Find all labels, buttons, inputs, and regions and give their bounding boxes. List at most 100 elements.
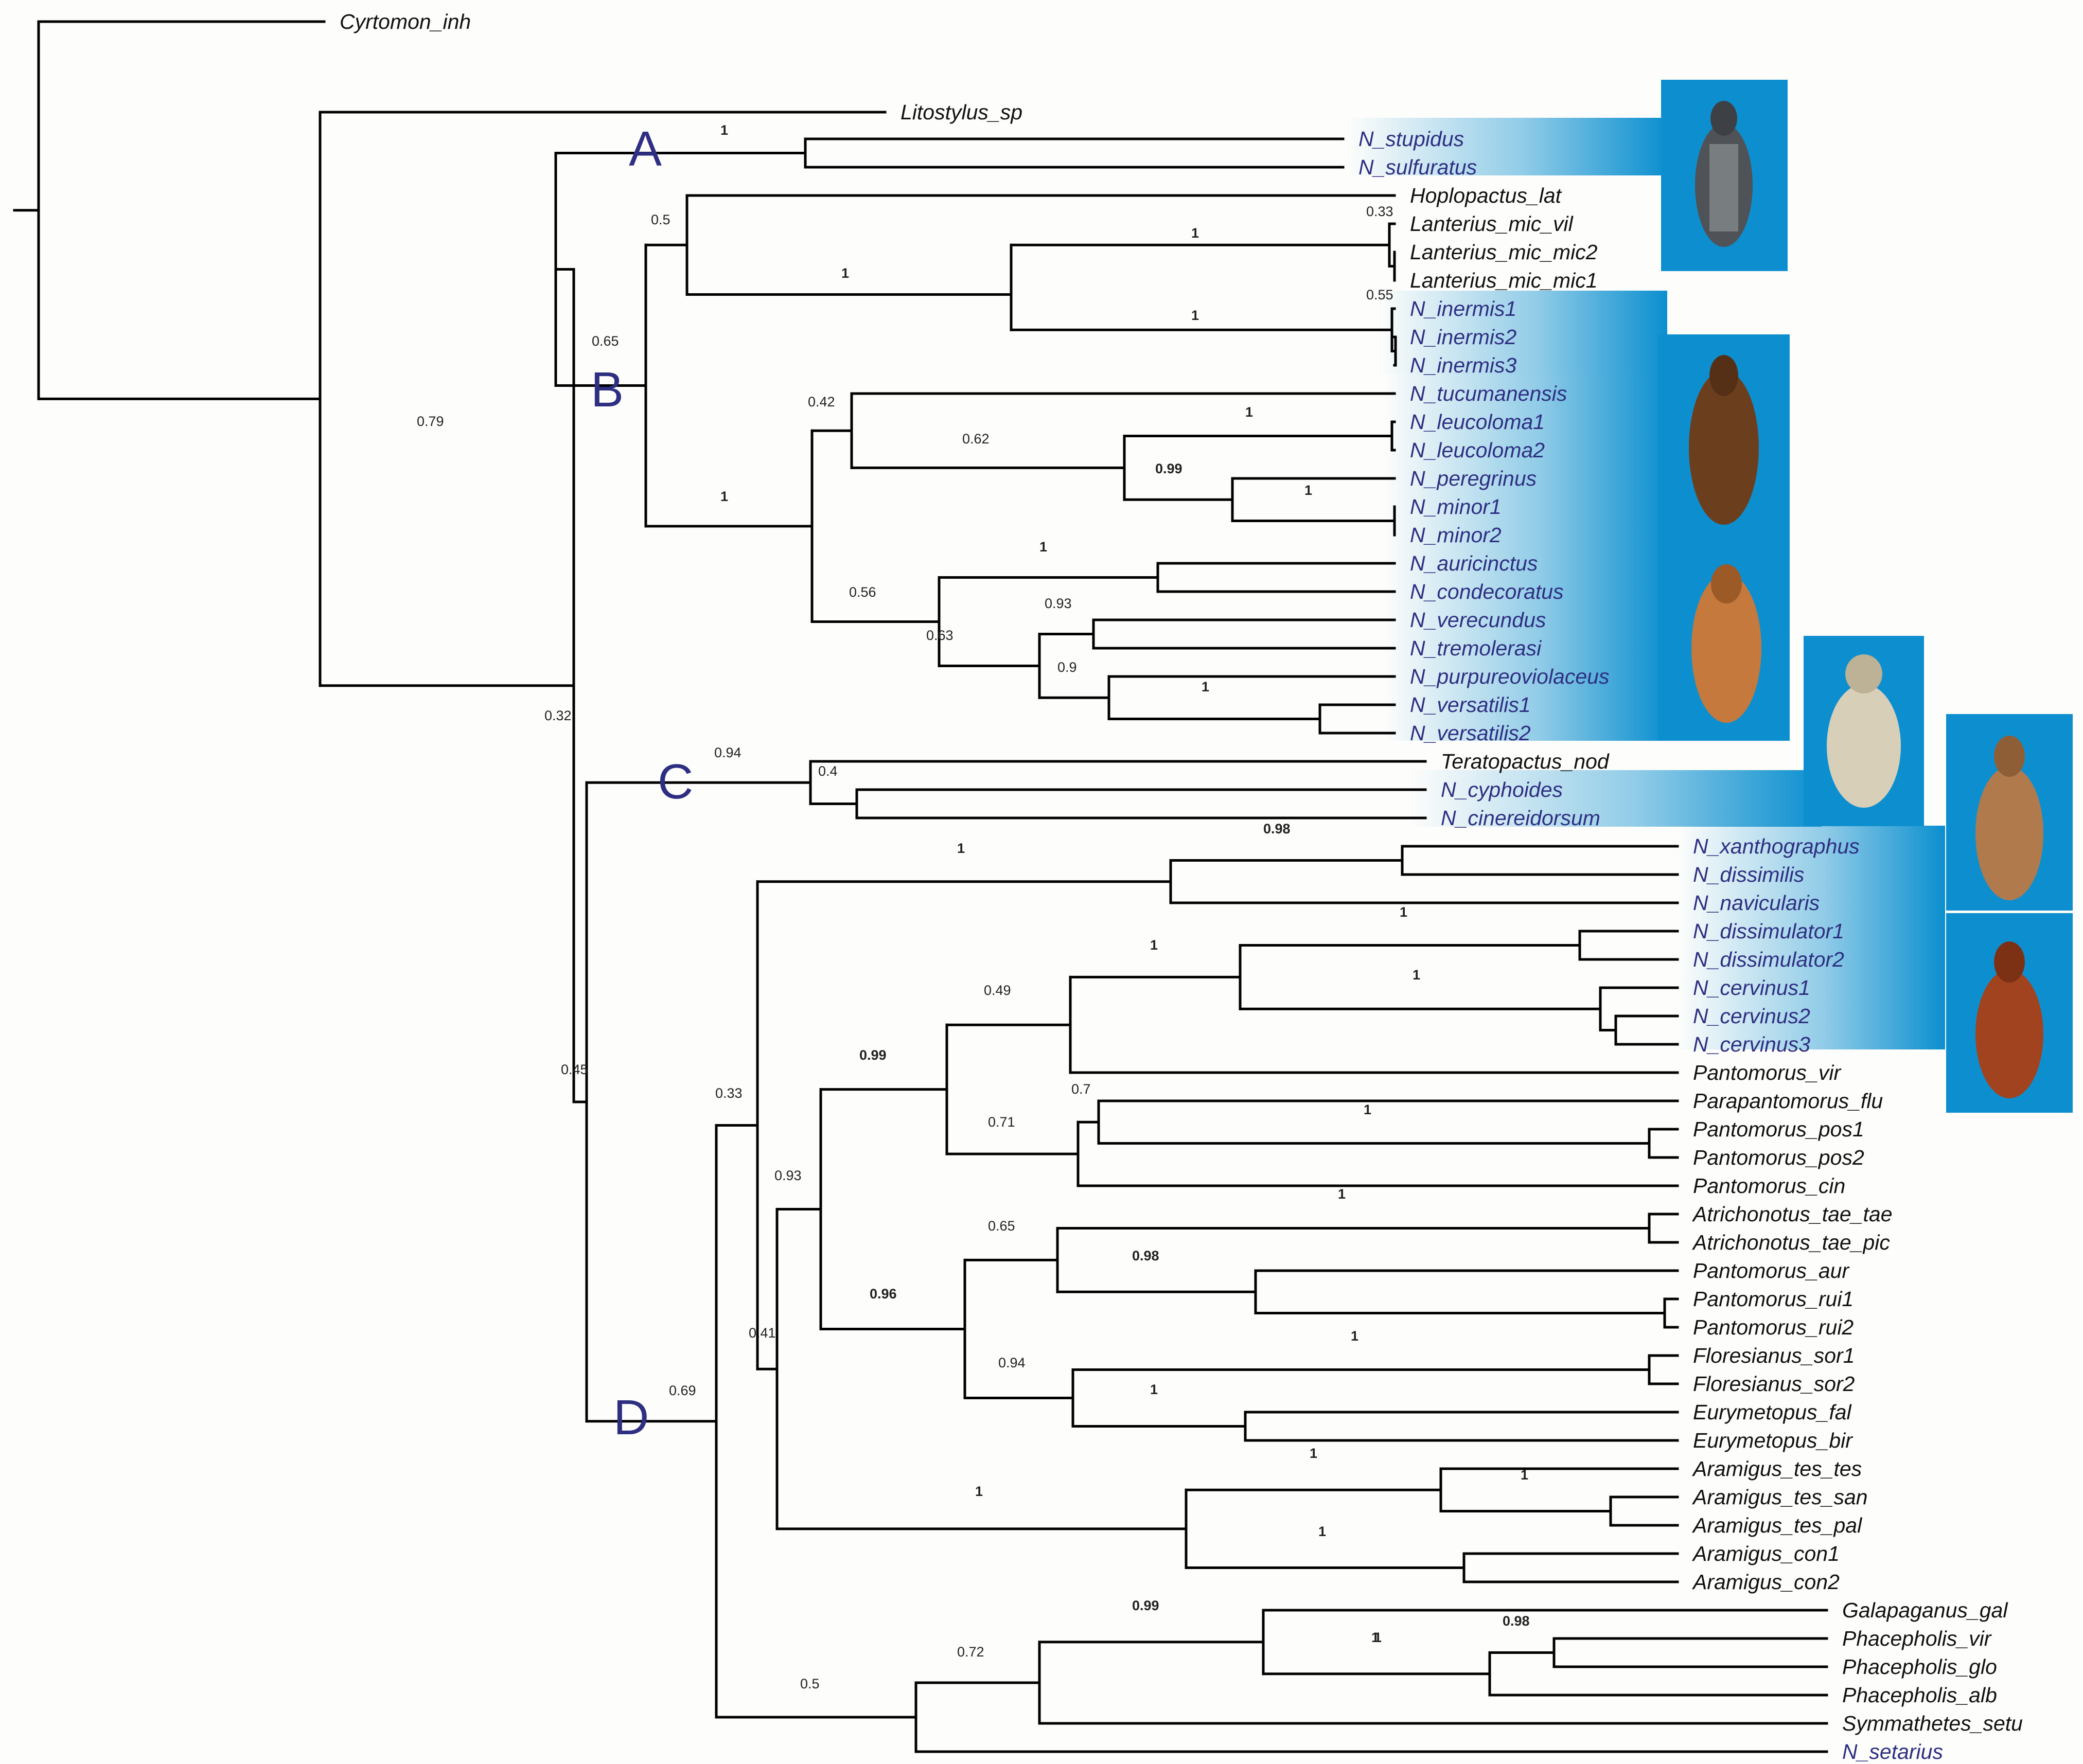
weevil-body-pale (1827, 684, 1901, 808)
support-value: 1 (1338, 1186, 1346, 1202)
support-value: 0.5 (800, 1676, 820, 1691)
tip-label: Pantomorus_aur (1693, 1259, 1850, 1282)
support-value: 1 (1374, 1630, 1382, 1645)
clade-label-a: A (629, 121, 662, 176)
tip-label: N_inermis1 (1410, 297, 1516, 320)
tip-label: Aramigus_tes_tes (1691, 1457, 1862, 1481)
support-value: 0.72 (957, 1644, 984, 1660)
tip-label: Phacepholis_vir (1842, 1627, 1992, 1650)
support-value: 0.62 (962, 431, 990, 447)
tip-label: Teratopactus_nod (1441, 750, 1610, 773)
tip-label: Atrichonotus_tae_pic (1691, 1231, 1890, 1254)
weevil-head-brown (1709, 355, 1738, 396)
highlight-band-dissimulator-cervinus (1678, 913, 1945, 1049)
tip-label: Pantomorus_rui1 (1693, 1287, 1853, 1311)
weevil-head-orange (1711, 564, 1742, 603)
weevil-head-speckled (1994, 736, 2025, 777)
tip-label: Floresianus_sor1 (1693, 1344, 1855, 1367)
tip-label: N_cinereidorsum (1441, 806, 1600, 830)
support-value: 0.42 (808, 394, 835, 409)
tip-label: N_dissimulator2 (1693, 948, 1844, 971)
tip-label: N_stupidus (1358, 127, 1464, 151)
tip-label: N_cervinus1 (1693, 976, 1810, 1000)
support-value: 0.32 (544, 708, 572, 723)
tip-label: N_xanthographus (1693, 834, 1860, 858)
tip-label: N_auricinctus (1410, 551, 1538, 575)
support-value: 1 (1364, 1102, 1371, 1117)
support-value: 1 (1521, 1467, 1528, 1483)
tip-label: Atrichonotus_tae_tae (1691, 1202, 1893, 1226)
tip-label: N_versatilis1 (1410, 693, 1531, 717)
tip-label: N_tremolerasi (1410, 636, 1542, 660)
weevil-head-grey (1710, 101, 1737, 136)
support-value: 1 (1039, 539, 1047, 555)
support-value: 1 (1150, 937, 1158, 953)
highlight-band-cyphoides (1410, 770, 1822, 827)
support-value: 0.98 (1503, 1613, 1530, 1629)
tip-labels: Cyrtomon_inhLitostylus_spN_stupidusN_sul… (340, 10, 2023, 1763)
tip-label: Aramigus_tes_pal (1691, 1513, 1863, 1537)
tip-label: Aramigus_con2 (1691, 1570, 1840, 1594)
weevil-body-brown (1689, 370, 1759, 525)
weevil-body-orange (1691, 574, 1761, 723)
support-value: 0.93 (1045, 596, 1072, 611)
support-value: 0.65 (988, 1218, 1015, 1234)
tip-label: Lanterius_mic_mic2 (1410, 240, 1598, 264)
tip-label: N_navicularis (1693, 891, 1820, 915)
tip-label: Aramigus_tes_san (1691, 1485, 1868, 1509)
highlight-band-inermis (1379, 291, 1667, 375)
tip-label: Litostylus_sp (901, 100, 1022, 124)
tip-label: N_condecoratus (1410, 580, 1564, 603)
support-value: 1 (1191, 308, 1199, 323)
tip-label: Pantomorus_pos1 (1693, 1117, 1864, 1141)
tip-label: Eurymetopus_bir (1693, 1429, 1853, 1452)
tip-label: N_cyphoides (1441, 778, 1563, 801)
tree-branches (13, 20, 1828, 1753)
support-value: 0.49 (984, 983, 1011, 998)
tip-label: N_setarius (1842, 1740, 1943, 1763)
clade-label-d: D (613, 1390, 649, 1445)
support-value: 0.41 (749, 1325, 776, 1341)
tip-label: N_inermis2 (1410, 325, 1517, 349)
tip-label: N_cervinus2 (1693, 1004, 1810, 1028)
support-value: 1 (1202, 679, 1209, 694)
weevil-head-reddish (1994, 941, 2025, 983)
support-value: 0.98 (1263, 821, 1291, 836)
tip-label: Symmathetes_setu (1842, 1712, 2023, 1735)
tip-label: Floresianus_sor2 (1693, 1372, 1855, 1396)
weevil-head-pale (1845, 654, 1882, 693)
support-value: 0.98 (1132, 1248, 1159, 1263)
tip-label: Lanterius_mic_mic1 (1410, 269, 1598, 292)
support-values: 10.50.33110.5510.650.790.4210.620.991110… (417, 122, 1530, 1691)
tip-label: N_minor1 (1410, 495, 1502, 519)
support-value: 0.99 (1155, 461, 1182, 476)
tip-label: N_minor2 (1410, 523, 1502, 547)
support-value: 0.93 (774, 1168, 802, 1183)
support-value: 1 (957, 841, 965, 856)
support-value: 0.55 (1366, 287, 1393, 302)
tip-label: Eurymetopus_fal (1693, 1400, 1852, 1424)
support-value: 1 (1371, 1630, 1379, 1645)
support-value: 0.99 (859, 1047, 887, 1063)
support-value: 0.69 (669, 1383, 696, 1398)
tip-label: N_purpureoviolaceus (1410, 665, 1609, 688)
support-value: 1 (1245, 404, 1253, 420)
tip-label: N_leucoloma2 (1410, 438, 1545, 462)
tip-label: N_verecundus (1410, 608, 1546, 632)
tip-label: Aramigus_con1 (1691, 1542, 1840, 1565)
tip-label: N_inermis3 (1410, 353, 1517, 377)
tip-label: Phacepholis_alb (1842, 1683, 1997, 1707)
tip-label: Pantomorus_vir (1693, 1061, 1842, 1084)
support-value: 0.9 (1057, 660, 1077, 675)
support-value: 0.45 (561, 1062, 588, 1077)
support-value: 1 (1413, 967, 1420, 983)
support-value: 1 (1191, 225, 1199, 241)
support-value: 1 (1304, 483, 1312, 498)
support-value: 1 (720, 489, 728, 504)
highlight-band-stupidus (1348, 118, 1667, 175)
highlight-bands (1348, 118, 1945, 1049)
tip-label: N_versatilis2 (1410, 721, 1531, 745)
tip-label: N_sulfuratus (1358, 155, 1477, 179)
